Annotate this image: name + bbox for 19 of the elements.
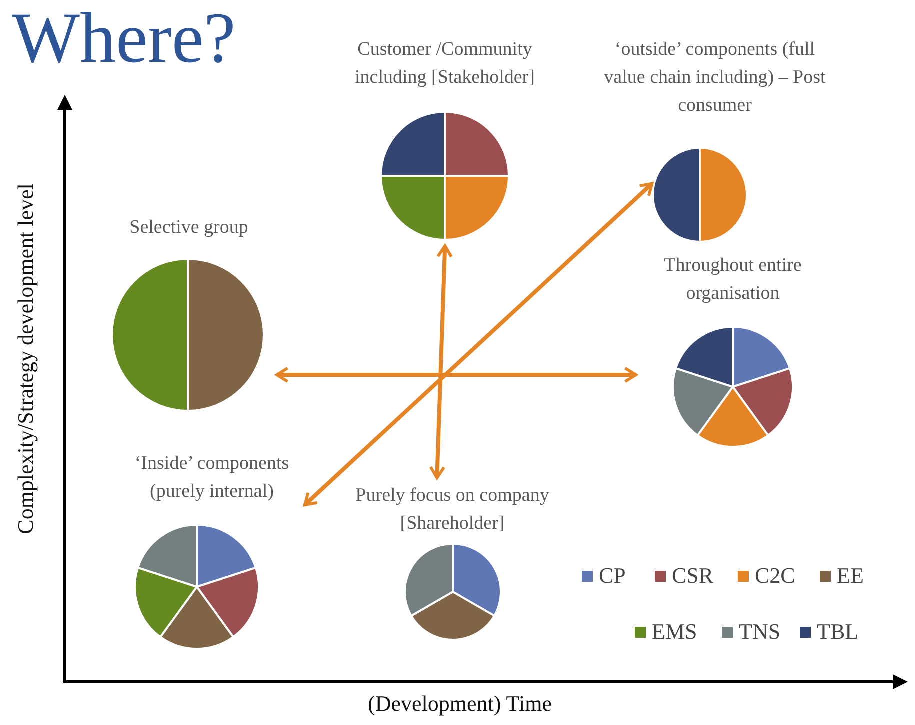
legend-label: EMS	[652, 618, 698, 646]
double-arrow	[303, 182, 654, 507]
legend-label: CP	[599, 562, 626, 590]
group-heading: Purely focus on company [Shareholder]	[354, 484, 550, 536]
group-heading: Customer /Community including [Stakeholder]	[354, 38, 536, 90]
title: Where?	[12, 0, 236, 80]
axis-title: Complexity/Strategy development level	[12, 182, 39, 536]
legend-label: TBL	[817, 618, 859, 646]
legend-label: TNS	[739, 618, 781, 646]
legend-label: C2C	[755, 562, 796, 590]
group-heading: Selective group	[128, 216, 250, 240]
double-arrow	[276, 366, 638, 384]
double-arrow	[429, 244, 453, 480]
legend-label: EE	[837, 562, 864, 590]
legend-label: CSR	[672, 562, 714, 590]
group-heading: ‘Inside’ components (purely internal)	[134, 452, 290, 504]
axis-title: (Development) Time	[367, 690, 553, 718]
group-heading: Throughout entire organisation	[663, 254, 803, 306]
group-heading: ‘outside’ components (full value chain including) – Post consumer	[603, 38, 827, 118]
